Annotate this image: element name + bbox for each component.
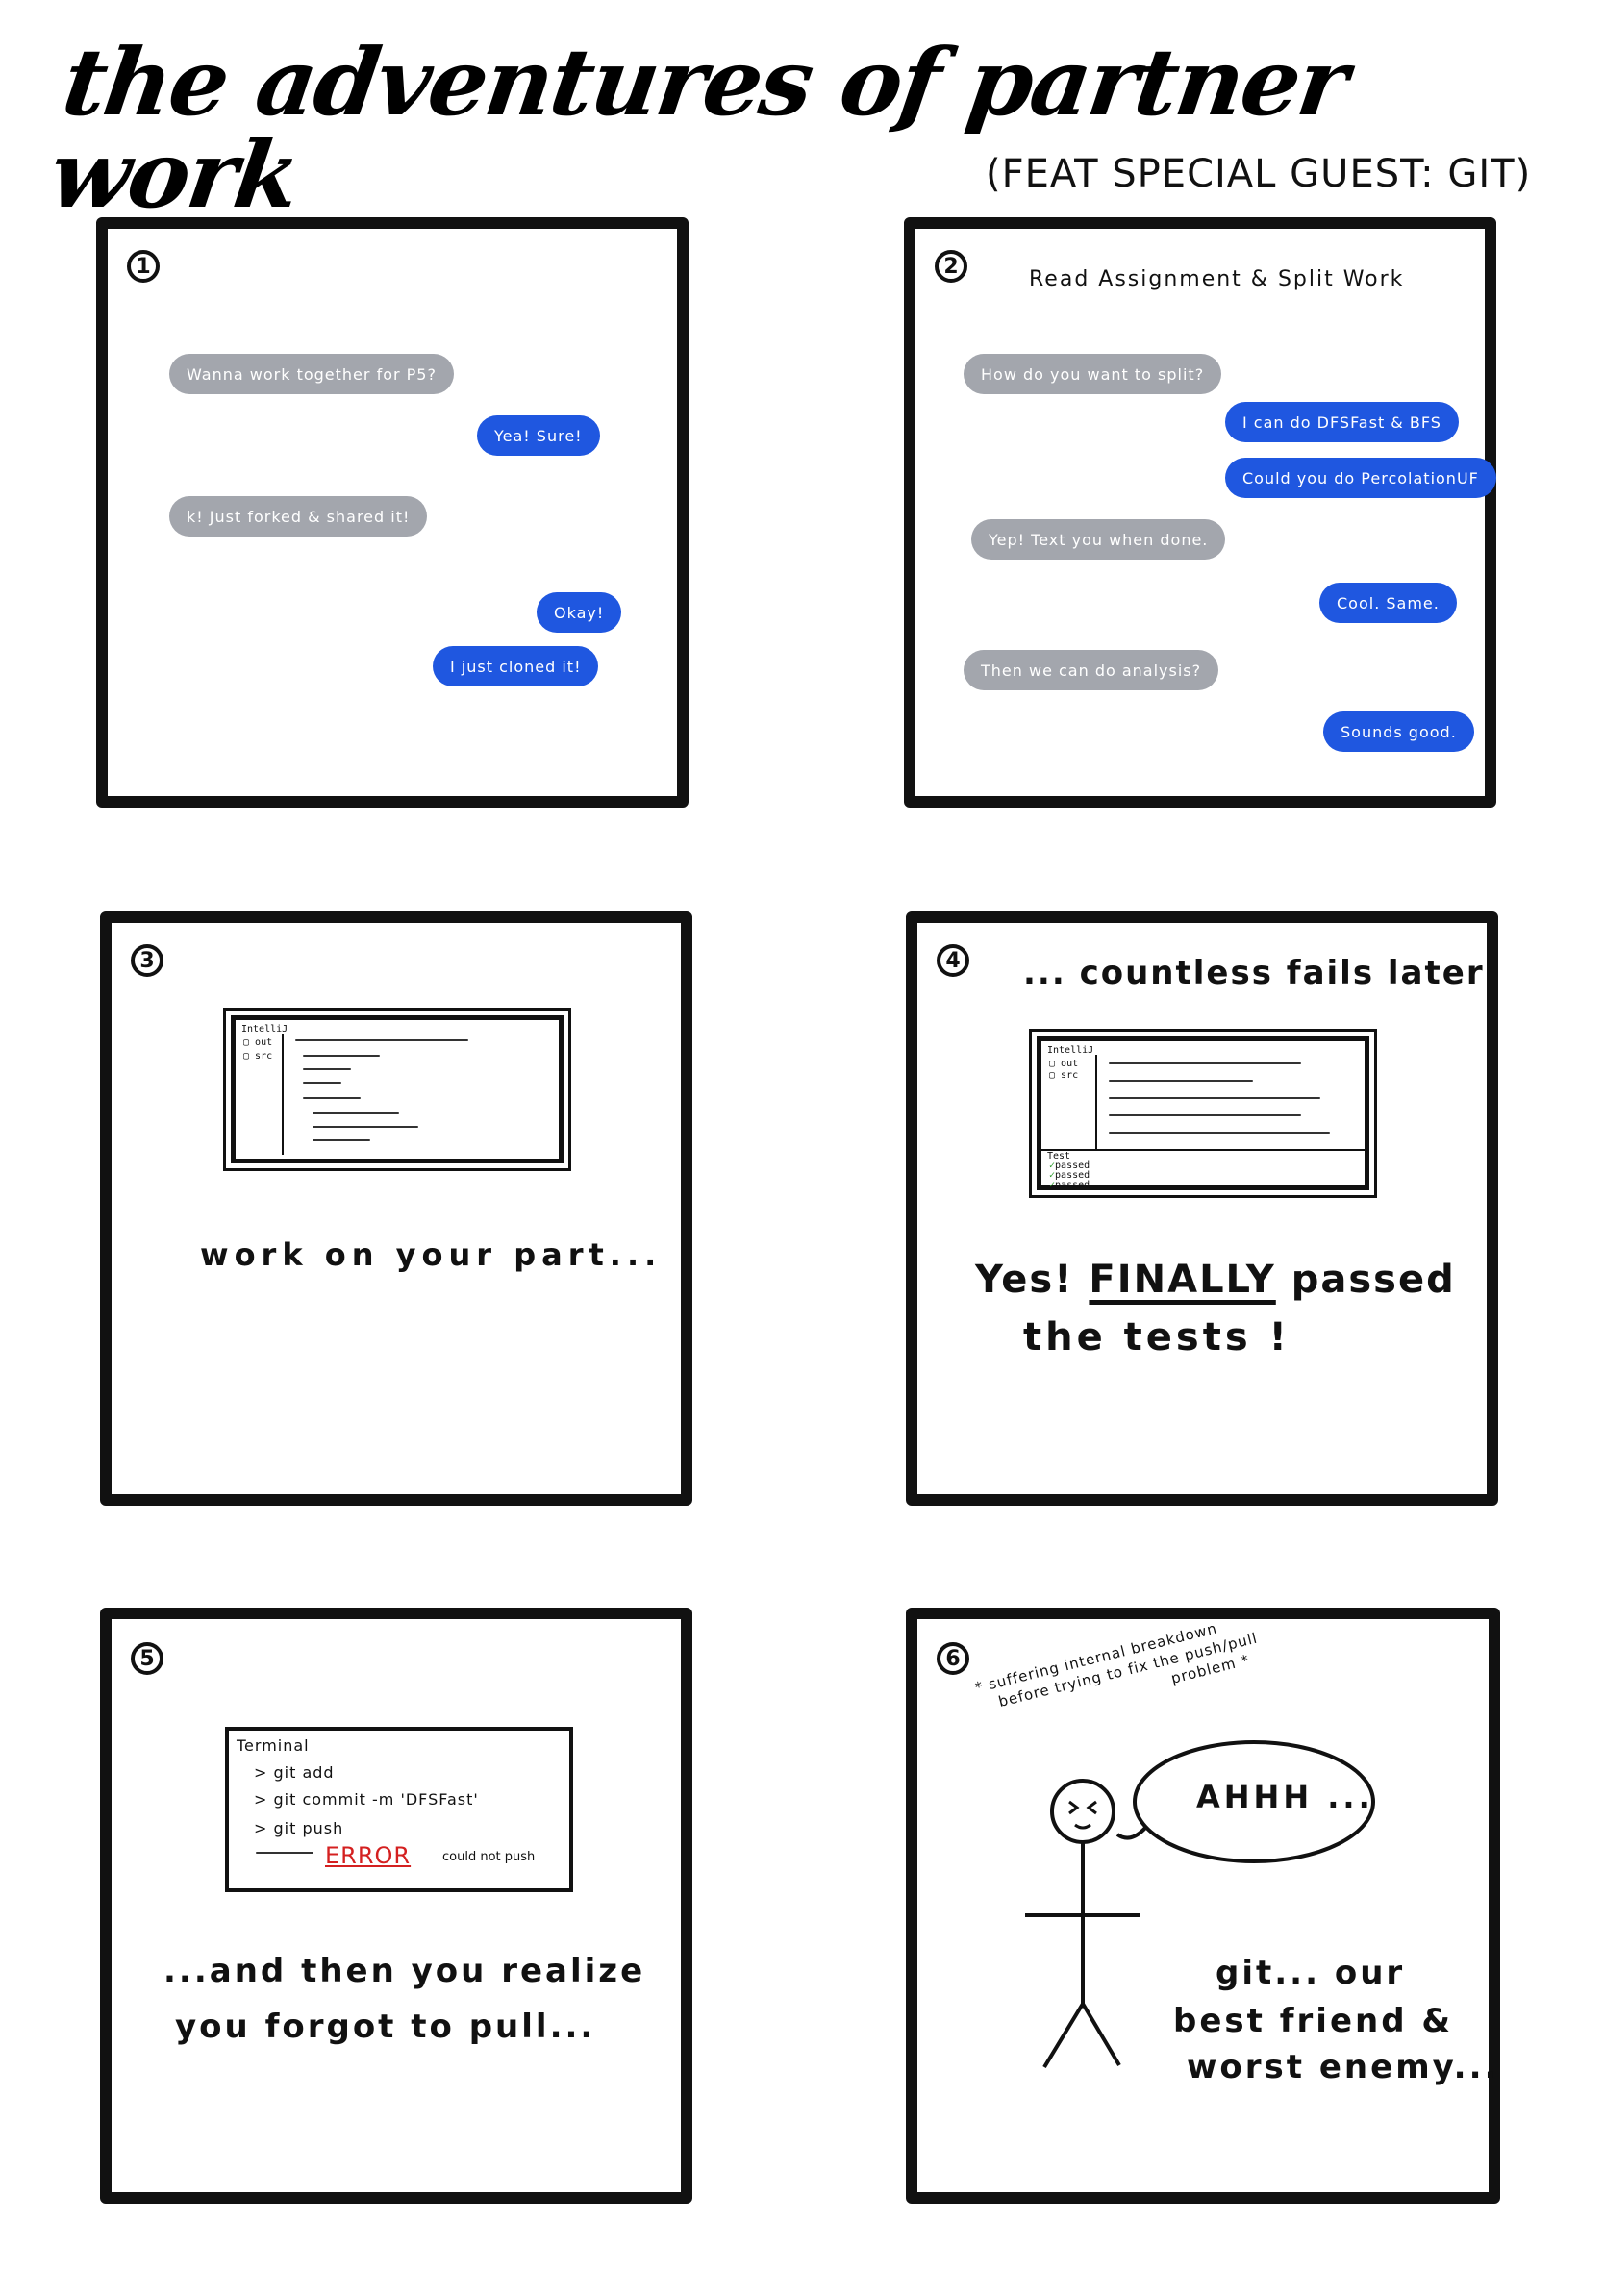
terminal-command: > git commit -m 'DFSFast': [254, 1790, 479, 1809]
ide-test-divider: [1041, 1149, 1365, 1151]
error-text: ERROR: [325, 1842, 412, 1869]
panel-number: 3: [131, 944, 163, 977]
suffering-note: * suffering internal breakdown before tr…: [973, 1610, 1265, 1734]
check-icon: ✓: [1049, 1160, 1056, 1171]
message-bubble: Yea! Sure!: [477, 415, 600, 456]
message-bubble: Cool. Same.: [1319, 583, 1457, 623]
panel-heading: ... countless fails later: [1023, 954, 1485, 992]
panel-5: 5 Terminal > git add > git commit -m 'DF…: [100, 1608, 692, 2204]
ide-title: IntelliJ: [241, 1024, 288, 1035]
message-bubble: Then we can do analysis?: [964, 650, 1219, 690]
code-line: [303, 1055, 380, 1057]
panel-3: 3 IntelliJ ▢ out ▢ src work on your part…: [100, 911, 692, 1506]
panel-caption-line1: git... our: [1216, 1954, 1406, 1992]
tree-item: ▢ out: [1049, 1059, 1079, 1069]
comic-subtitle: (FEAT SPECIAL GUEST: GIT): [986, 152, 1532, 196]
test-result-label: passed: [1055, 1170, 1090, 1181]
panel-number: 6: [937, 1642, 969, 1675]
message-bubble: k! Just forked & shared it!: [169, 496, 428, 537]
test-label: Test: [1047, 1151, 1071, 1161]
message-bubble: I can do DFSFast & BFS: [1225, 402, 1459, 442]
code-line: [1109, 1114, 1301, 1116]
check-icon: ✓: [1049, 1180, 1056, 1190]
code-line: [1109, 1080, 1253, 1082]
test-result: ✓passed: [1049, 1170, 1090, 1181]
check-icon: ✓: [1049, 1170, 1056, 1181]
tree-item: ▢ src: [1049, 1070, 1079, 1081]
code-line: [1109, 1132, 1330, 1134]
terminal-title: Terminal: [237, 1736, 310, 1755]
output-line: [256, 1852, 313, 1854]
ide-window: IntelliJ ▢ out ▢ src: [223, 1008, 571, 1171]
terminal-window: Terminal > git add > git commit -m 'DFSF…: [225, 1727, 573, 1892]
panel-number: 4: [937, 944, 969, 977]
panel-1: 1 Wanna work together for P5? Yea! Sure!…: [96, 217, 689, 808]
message-bubble: Could you do PercolationUF: [1225, 458, 1496, 498]
tree-item: ▢ out: [243, 1037, 273, 1048]
message-bubble: How do you want to split?: [964, 354, 1222, 394]
ide-window: IntelliJ ▢ out ▢ src Test ✓passed ✓passe…: [1029, 1029, 1377, 1198]
caption-emphasis: FINALLY: [1089, 1258, 1276, 1302]
code-line: [313, 1112, 399, 1114]
panel-2: 2 Read Assignment & Split Work How do yo…: [904, 217, 1496, 808]
caption-part: passed: [1291, 1258, 1456, 1302]
ide-divider: [282, 1034, 284, 1155]
tree-item-label: src: [255, 1051, 273, 1061]
tree-item: ▢ src: [243, 1051, 273, 1061]
tree-item-label: src: [1061, 1070, 1079, 1081]
panel-caption: work on your part...: [200, 1236, 663, 1273]
stick-figure: [1025, 1740, 1375, 2069]
panel-number: 5: [131, 1642, 163, 1675]
panel-caption-line3: worst enemy...: [1187, 2048, 1500, 2086]
message-bubble: Okay!: [537, 592, 622, 633]
error-message: could not push: [442, 1850, 536, 1864]
tree-item-label: out: [1061, 1059, 1079, 1069]
message-bubble: Sounds good.: [1323, 711, 1474, 752]
panel-caption-line2: you forgot to pull...: [175, 2008, 596, 2046]
terminal-command: > git add: [254, 1763, 335, 1782]
panel-6: 6 * suffering internal breakdown before …: [906, 1608, 1500, 2204]
panel-number: 2: [935, 250, 967, 283]
panel-caption-line2: best friend &: [1173, 2002, 1454, 2040]
caption-part: Yes!: [975, 1258, 1074, 1302]
code-line: [295, 1039, 468, 1041]
code-line: [1109, 1097, 1320, 1099]
panel-caption: Yes! FINALLY passed: [975, 1258, 1456, 1302]
test-result-label: passed: [1055, 1180, 1090, 1190]
code-line: [1109, 1062, 1301, 1064]
panel-caption-line2: the tests !: [1023, 1315, 1291, 1360]
code-line: [303, 1097, 361, 1099]
code-line: [303, 1068, 351, 1070]
ide-divider: [1095, 1055, 1097, 1149]
message-bubble: Yep! Text you when done.: [971, 519, 1226, 560]
shout-bubble-text: AHHH ...: [1196, 1779, 1374, 1815]
terminal-command: > git push: [254, 1819, 344, 1837]
tree-item-label: out: [255, 1037, 273, 1048]
code-line: [313, 1126, 418, 1128]
panel-4: 4 ... countless fails later IntelliJ ▢ o…: [906, 911, 1498, 1506]
message-bubble: I just cloned it!: [433, 646, 599, 686]
code-line: [313, 1139, 370, 1141]
panel-number: 1: [127, 250, 160, 283]
panel-heading: Read Assignment & Split Work: [1029, 267, 1405, 291]
message-bubble: Wanna work together for P5?: [169, 354, 454, 394]
panel-caption-line1: ...and then you realize: [163, 1952, 646, 1990]
test-result: ✓passed: [1049, 1160, 1090, 1171]
code-line: [303, 1082, 341, 1084]
test-result: ✓passed: [1049, 1180, 1090, 1190]
ide-title: IntelliJ: [1047, 1045, 1094, 1056]
test-result-label: passed: [1055, 1160, 1090, 1171]
